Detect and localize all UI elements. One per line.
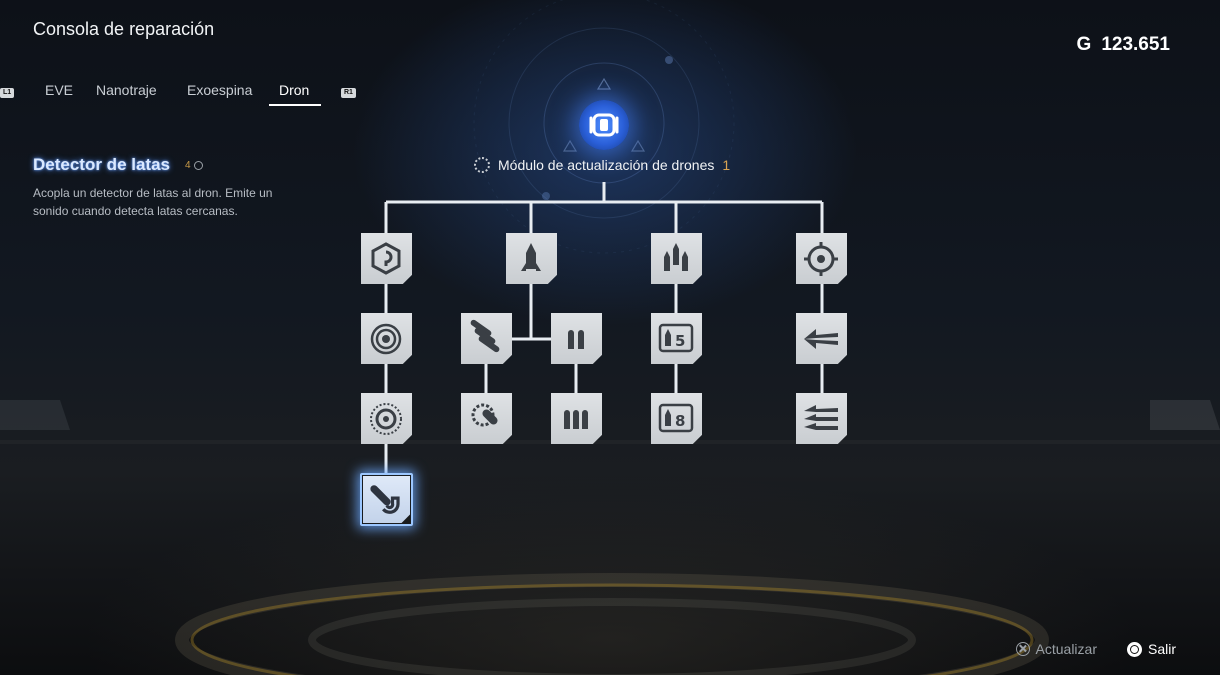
- currency-display: G 123.651: [1077, 34, 1170, 56]
- spread-arrows-icon[interactable]: [796, 313, 847, 364]
- drill-missile-icon[interactable]: [461, 393, 512, 444]
- double-ammo-icon[interactable]: [551, 313, 602, 364]
- magnet-detector-icon[interactable]: [363, 476, 410, 523]
- circle-button-icon: [1126, 641, 1142, 657]
- module-gear-icon: [474, 157, 490, 173]
- selected-node-frame: [360, 473, 413, 526]
- spiral-target-icon[interactable]: [361, 313, 412, 364]
- active-tab-indicator: [269, 104, 321, 106]
- drone-core-icon: [579, 100, 629, 150]
- upgrade-label: Actualizar: [1035, 641, 1097, 657]
- r1-button-hint[interactable]: R1: [341, 88, 356, 98]
- tab-exoespina[interactable]: Exoespina: [187, 82, 253, 98]
- missile-count-8-icon[interactable]: 8: [651, 393, 702, 444]
- triple-missile-icon[interactable]: [651, 233, 702, 284]
- l1-button-hint[interactable]: L1: [0, 88, 15, 98]
- triple-ammo-icon[interactable]: [551, 393, 602, 444]
- upgrade-prompt[interactable]: Actualizar: [1015, 641, 1097, 657]
- tab-eve[interactable]: EVE: [45, 82, 74, 98]
- radar-ring-icon[interactable]: [361, 393, 412, 444]
- exit-prompt[interactable]: Salir: [1126, 641, 1176, 657]
- module-label: Módulo de actualización de drones 1: [474, 157, 730, 173]
- page-title: Consola de reparación: [33, 19, 215, 39]
- currency-icon: G: [1076, 34, 1092, 55]
- missile-salvo-icon[interactable]: [461, 313, 512, 364]
- svg-text:8: 8: [675, 412, 685, 430]
- missile-count-5-icon[interactable]: 5: [651, 313, 702, 364]
- multi-spread-icon[interactable]: [796, 393, 847, 444]
- skill-cost: 4: [185, 160, 203, 171]
- module-chip-icon: [193, 161, 203, 170]
- button-prompts: Actualizar Salir: [1015, 641, 1176, 657]
- tab-nanotraje[interactable]: Nanotraje: [96, 82, 157, 98]
- crosshair-icon[interactable]: [796, 233, 847, 284]
- skill-title: Detector de latas: [33, 155, 170, 174]
- svg-text:5: 5: [675, 332, 685, 350]
- skill-description: Acopla un detector de latas al dron. Emi…: [33, 186, 273, 218]
- currency-value: 123.651: [1101, 34, 1170, 55]
- cross-button-icon: [1015, 642, 1030, 656]
- module-label-text: Módulo de actualización de drones: [498, 157, 715, 173]
- shield-hex-icon[interactable]: [361, 233, 412, 284]
- tab-dron[interactable]: Dron: [279, 82, 310, 98]
- single-missile-icon[interactable]: [506, 233, 557, 284]
- skill-cost-value: 4: [185, 160, 191, 171]
- module-count: 1: [722, 157, 731, 173]
- exit-label: Salir: [1147, 641, 1176, 657]
